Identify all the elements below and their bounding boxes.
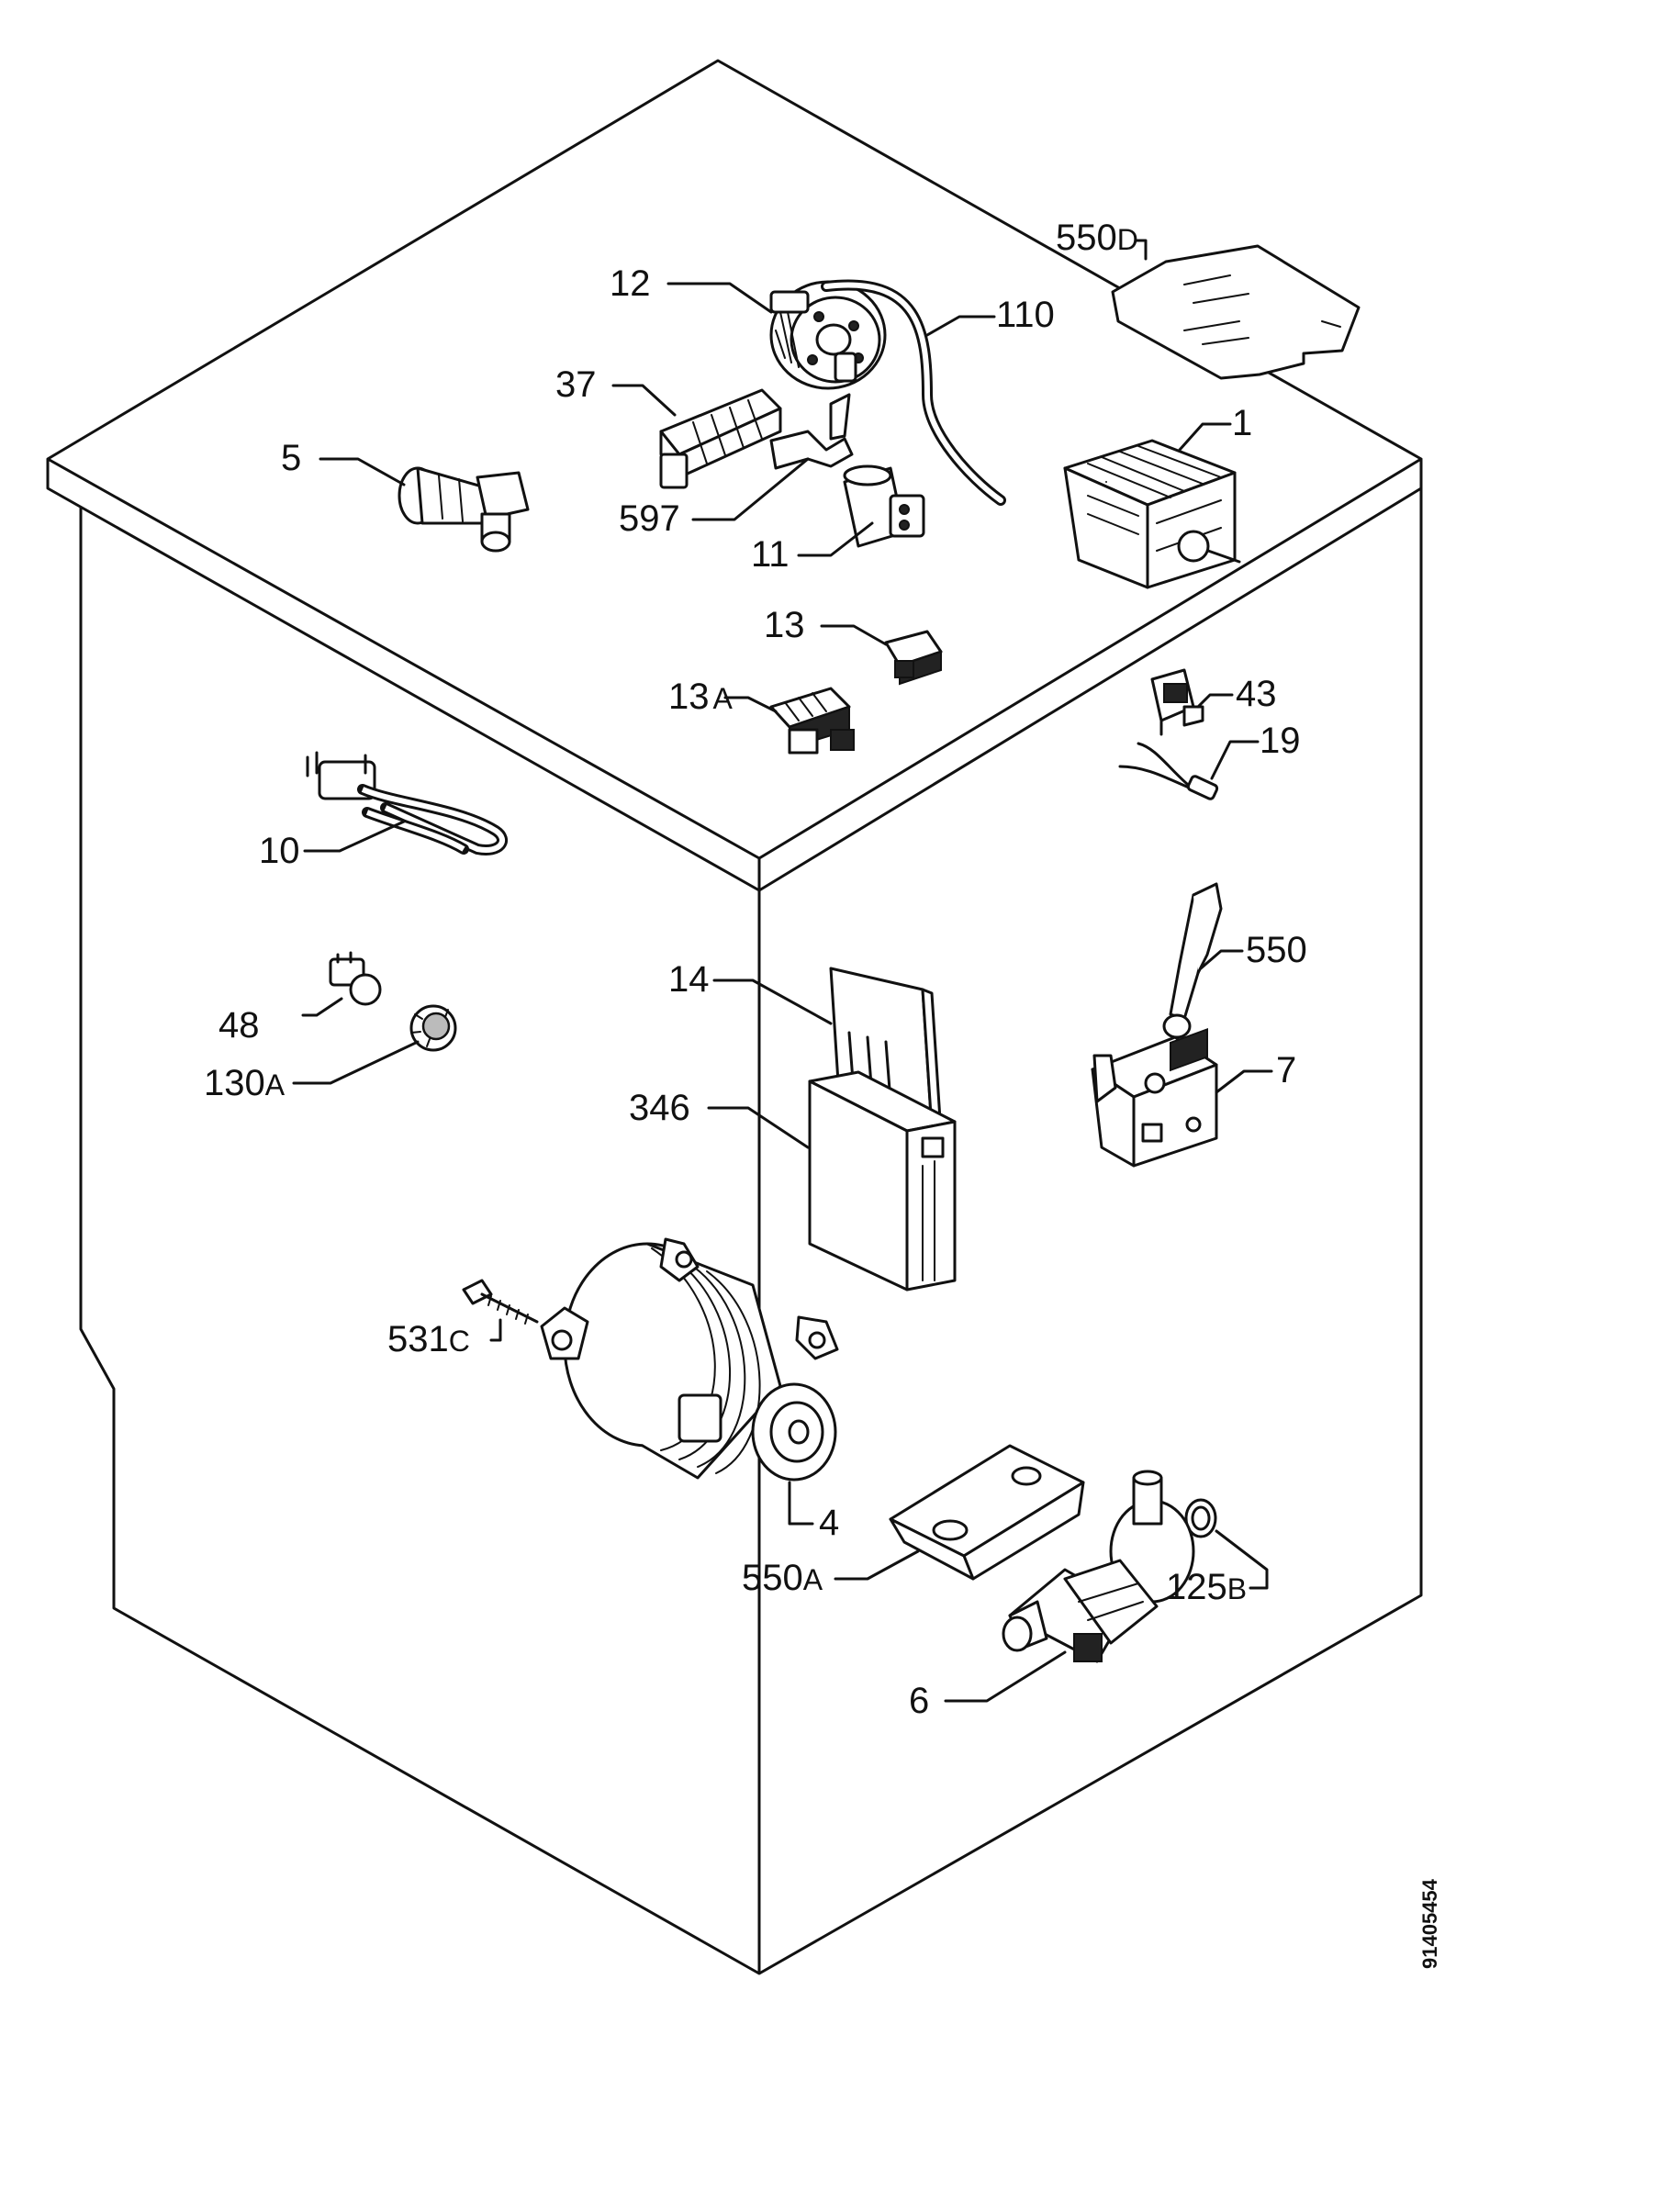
document-number: 91405454 xyxy=(1418,1878,1441,1969)
part-4-motor xyxy=(540,1237,839,1482)
part-5-inlet-valve xyxy=(398,466,530,553)
label-14: 14 xyxy=(668,959,710,1000)
part-7-door-switch xyxy=(1091,1028,1218,1168)
label-11: 11 xyxy=(751,534,790,575)
label-12: 12 xyxy=(610,263,651,304)
label-10: 10 xyxy=(259,831,300,871)
part-550-lever xyxy=(1162,882,1223,1039)
part-13a-connector-block xyxy=(769,687,855,755)
label-7: 7 xyxy=(1276,1050,1296,1090)
label-37: 37 xyxy=(555,364,597,405)
part-13-connector xyxy=(884,630,943,686)
label-13: 13 xyxy=(764,605,805,645)
label-550: 550 xyxy=(1246,930,1307,970)
part-125b-ring xyxy=(1184,1498,1217,1538)
part-597-clip xyxy=(769,393,854,470)
part-19-sensor xyxy=(1118,742,1219,800)
label-1: 1 xyxy=(1232,403,1252,443)
label-48: 48 xyxy=(218,1005,260,1046)
leader-lines xyxy=(292,239,1273,1703)
part-531c-bolt xyxy=(462,1279,539,1325)
label-597: 597 xyxy=(619,498,680,539)
label-4: 4 xyxy=(819,1503,839,1543)
part-43-interlock xyxy=(1150,668,1204,736)
label-110: 110 xyxy=(996,295,1055,335)
label-130a: 130A xyxy=(204,1063,286,1103)
label-125b: 125B xyxy=(1166,1567,1247,1607)
label-346: 346 xyxy=(629,1088,690,1128)
label-550d: 550D xyxy=(1056,218,1138,258)
part-110-hose xyxy=(821,279,1006,506)
part-37-terminal-block xyxy=(659,388,782,489)
part-550d-cover-panel xyxy=(1111,244,1361,380)
label-19: 19 xyxy=(1260,721,1301,761)
label-531c: 531C xyxy=(387,1319,470,1359)
label-5: 5 xyxy=(281,438,301,478)
part-12-pressure-switch xyxy=(769,280,887,390)
label-43: 43 xyxy=(1236,674,1277,714)
part-346-module-box xyxy=(808,1070,957,1292)
part-10-heater xyxy=(306,751,508,855)
label-6: 6 xyxy=(909,1681,929,1721)
part-130a-knob xyxy=(409,1004,457,1052)
part-6-drain-pump xyxy=(1002,1470,1195,1663)
label-550a: 550A xyxy=(742,1558,823,1598)
part-550a-block xyxy=(889,1444,1085,1581)
part-48-switch xyxy=(329,951,382,1006)
part-11-capacitor xyxy=(843,464,925,548)
part-1-programmer xyxy=(1063,439,1241,589)
